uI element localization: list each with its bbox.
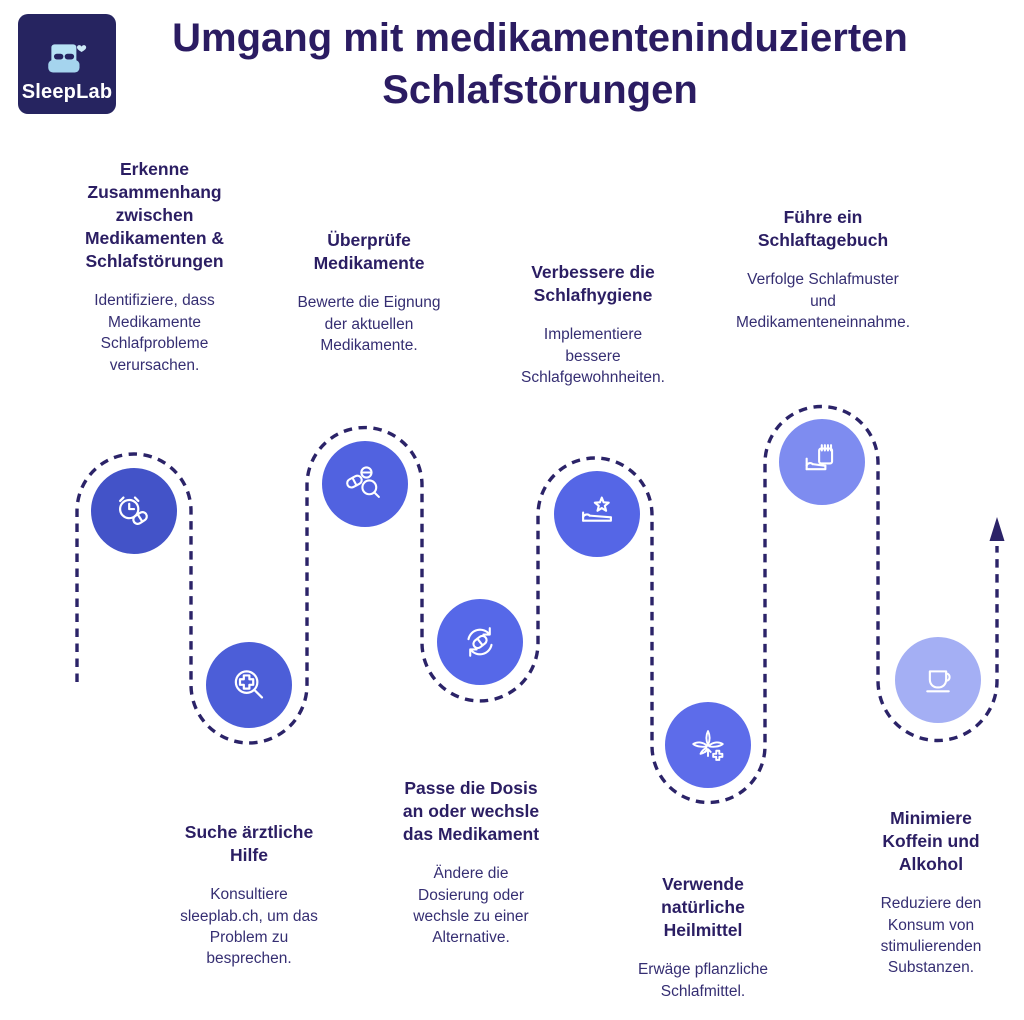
page-title: Umgang mit medikamenteninduzierten Schla… <box>172 16 908 112</box>
step-text-7: Führe ein Schlaftagebuch Verfolge Schlaf… <box>703 206 943 333</box>
step-description: Implementiere bessere Schlafgewohnheiten… <box>521 326 665 386</box>
step-description: Erwäge pflanzliche Schlafmittel. <box>637 961 769 1000</box>
step-node-8 <box>891 633 985 727</box>
step-description: Bewerte die Eignung der aktuellen Medika… <box>297 294 441 354</box>
medical-search-icon <box>234 670 264 699</box>
step-text-4: Passe die Dosis an oder wechsle das Medi… <box>378 777 564 949</box>
step-node-2 <box>202 638 296 732</box>
step-description: Reduziere den Konsum von stimulierenden … <box>880 895 982 977</box>
step-text-5: Verbessere die Schlafhygiene Implementie… <box>500 261 686 388</box>
bed-icon <box>48 44 87 73</box>
pills-inspection-icon <box>346 466 380 498</box>
step-heading: Minimiere Koffein und Alkohol <box>882 808 980 875</box>
step-text-3: Überprüfe Medikamente Bewerte die Eignun… <box>280 229 458 356</box>
brand-name: SleepLab <box>21 81 113 103</box>
step-heading: Überprüfe Medikamente <box>313 230 425 274</box>
step-heading: Führe ein Schlaftagebuch <box>757 207 889 251</box>
sleep-diary-icon <box>805 444 834 471</box>
step-text-6: Verwende natürliche Heilmittel Erwäge pf… <box>614 873 792 1002</box>
step-description: Konsultiere sleeplab.ch, um das Problem … <box>180 886 318 968</box>
brand-logo: SleepLab <box>18 14 116 114</box>
step-heading: Verwende natürliche Heilmittel <box>661 874 745 941</box>
step-node-6 <box>661 698 755 792</box>
bed-star-icon <box>582 496 612 522</box>
step-node-3 <box>318 437 412 531</box>
step-node-4 <box>433 595 527 689</box>
arrow-up-icon <box>989 517 1005 541</box>
step-text-8: Minimiere Koffein und Alkohol Reduziere … <box>849 807 1013 979</box>
step-text-2: Suche ärztliche Hilfe Konsultiere sleepl… <box>160 821 338 970</box>
step-description: Verfolge Schlafmuster und Medikamentenei… <box>735 271 911 331</box>
step-heading: Suche ärztliche Hilfe <box>184 822 314 866</box>
step-description: Ändere die Dosierung oder wechsle zu ein… <box>413 865 529 947</box>
step-node-7 <box>775 415 869 509</box>
step-description: Identifiziere, dass Medikamente Schlafpr… <box>94 292 215 374</box>
herbal-remedy-icon <box>692 730 724 761</box>
alarm-clock-pill-icon <box>119 496 148 525</box>
coffee-cup-icon <box>926 670 951 693</box>
step-node-1 <box>87 464 181 558</box>
step-heading: Verbessere die Schlafhygiene <box>531 262 655 306</box>
step-heading: Passe die Dosis an oder wechsle das Medi… <box>402 778 540 845</box>
step-node-5 <box>550 467 644 561</box>
step-text-1: Erkenne Zusammenhang zwischen Medikament… <box>57 158 252 376</box>
step-heading: Erkenne Zusammenhang zwischen Medikament… <box>84 159 225 272</box>
medication-change-icon <box>467 627 493 657</box>
